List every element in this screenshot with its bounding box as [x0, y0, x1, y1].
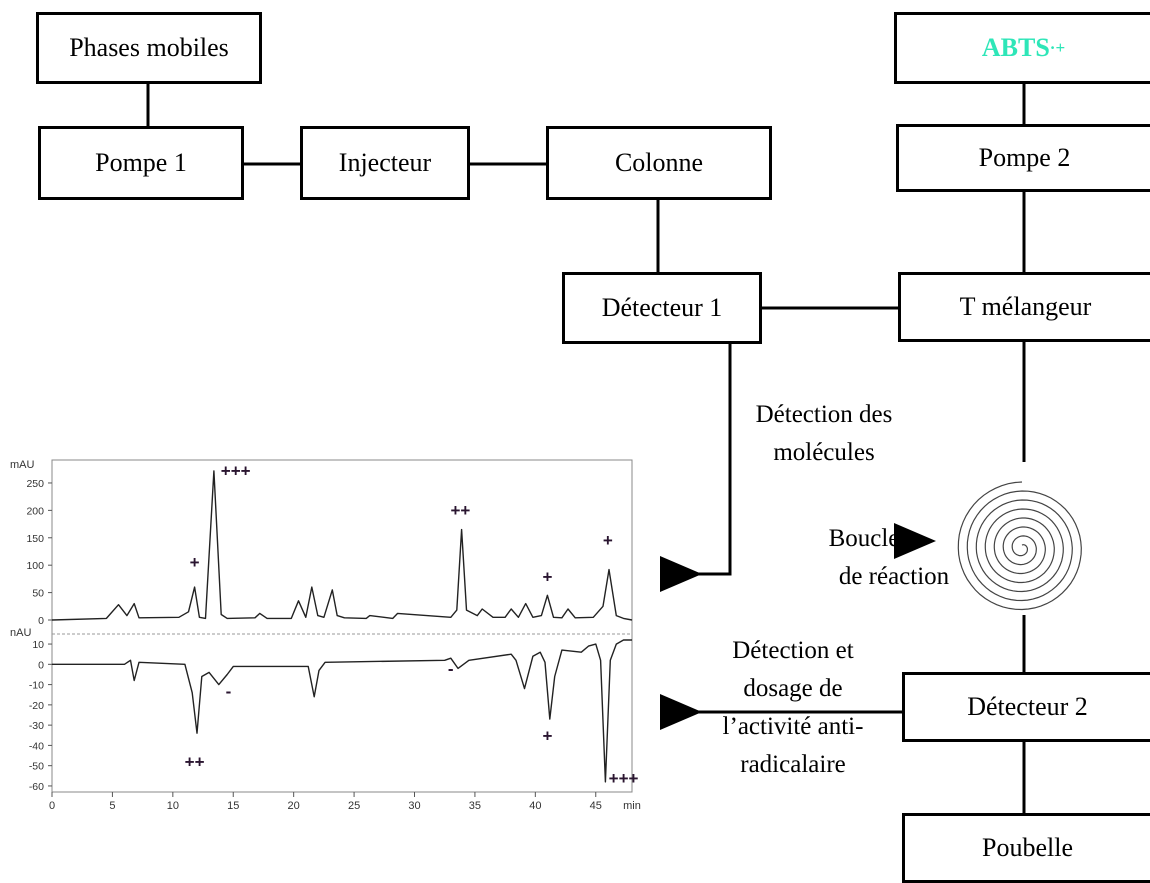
x-tick-label: 15	[227, 800, 239, 812]
y-tick-label: -60	[29, 781, 44, 793]
y-tick-label: 250	[26, 478, 44, 490]
box-colonne: Colonne	[546, 126, 772, 200]
y-tick-label: 10	[32, 639, 44, 651]
x-tick-label: 5	[109, 800, 115, 812]
peak-annotation: -	[448, 659, 454, 678]
box-pompe-1: Pompe 1	[38, 126, 244, 200]
box-detecteur-2: Détecteur 2	[902, 672, 1150, 742]
peak-annotation: +++	[221, 461, 251, 480]
x-tick-label: 20	[288, 800, 300, 812]
axis-unit-label: mAU	[10, 459, 35, 471]
label-detection-dosage-line3: l’activité anti-	[722, 713, 864, 740]
label-detection-molecules: Détection des molécules	[730, 396, 918, 472]
x-axis-unit-label: min	[623, 800, 641, 812]
chart-frame	[51, 459, 633, 793]
box-poubelle: Poubelle	[902, 813, 1150, 883]
chromatogram-trace	[52, 639, 632, 783]
x-tick-label: 0	[49, 800, 55, 812]
y-tick-label: -50	[29, 761, 44, 773]
label-detection-dosage-line2: dosage de	[743, 675, 843, 702]
y-tick-label: 100	[26, 560, 44, 572]
box-abts-radical: ABTS·+	[894, 12, 1150, 84]
peak-annotation: ++	[450, 501, 470, 520]
y-tick-label: -30	[29, 720, 44, 732]
reaction-coil	[957, 481, 1082, 611]
x-tick-label: 40	[529, 800, 541, 812]
label-detection-dosage: Détection et dosage de l’activité anti- …	[690, 632, 896, 784]
label-detection-dosage-line4: radicalaire	[740, 751, 846, 778]
peak-annotation: +++	[609, 769, 639, 788]
axis-unit-label: nAU	[10, 627, 31, 639]
x-tick-label: 10	[167, 800, 179, 812]
box-t-melangeur: T mélangeur	[898, 272, 1150, 342]
label-boucle-line2: de réaction	[838, 563, 950, 590]
x-tick-label: 30	[408, 800, 420, 812]
y-tick-label: 0	[38, 615, 44, 627]
chromatogram-trace	[51, 470, 633, 621]
x-tick-label: 25	[348, 800, 360, 812]
box-injecteur: Injecteur	[300, 126, 470, 200]
abts-radical-superscript: ·+	[1049, 38, 1066, 57]
y-tick-label: 150	[26, 533, 44, 545]
peak-annotation: +	[603, 531, 613, 550]
peak-annotation: -	[226, 682, 232, 701]
peak-annotation: ++	[185, 753, 205, 772]
coil-spiral	[957, 481, 1082, 611]
arrow-detection-molecules	[660, 344, 732, 592]
box-detecteur-1: Détecteur 1	[562, 272, 762, 344]
label-detection-dosage-line1: Détection et	[732, 637, 854, 664]
box-pompe-2: Pompe 2	[896, 124, 1150, 192]
peak-annotation: +	[542, 568, 552, 587]
chromatogram-chart: mAU050100150200250++++++++nAU100-10-20-3…	[10, 459, 641, 812]
y-tick-label: 0	[38, 659, 44, 671]
y-tick-label: 200	[26, 505, 44, 517]
x-tick-label: 45	[590, 800, 602, 812]
box-phases-mobiles: Phases mobiles	[36, 12, 262, 84]
y-tick-label: -20	[29, 700, 44, 712]
x-tick-label: 35	[469, 800, 481, 812]
y-tick-label: 50	[32, 588, 44, 600]
peak-annotation: +	[190, 553, 200, 572]
abts-text: ABTS	[981, 33, 1050, 62]
label-boucle-reaction: Boucle de réaction	[818, 520, 970, 596]
label-detection-molecules-line2: molécules	[773, 439, 875, 466]
peak-annotation: +	[542, 726, 552, 745]
y-tick-label: -10	[29, 680, 44, 692]
label-boucle-line1: Boucle	[828, 525, 900, 552]
y-tick-label: -40	[29, 740, 44, 752]
label-detection-molecules-line1: Détection des	[755, 401, 893, 428]
